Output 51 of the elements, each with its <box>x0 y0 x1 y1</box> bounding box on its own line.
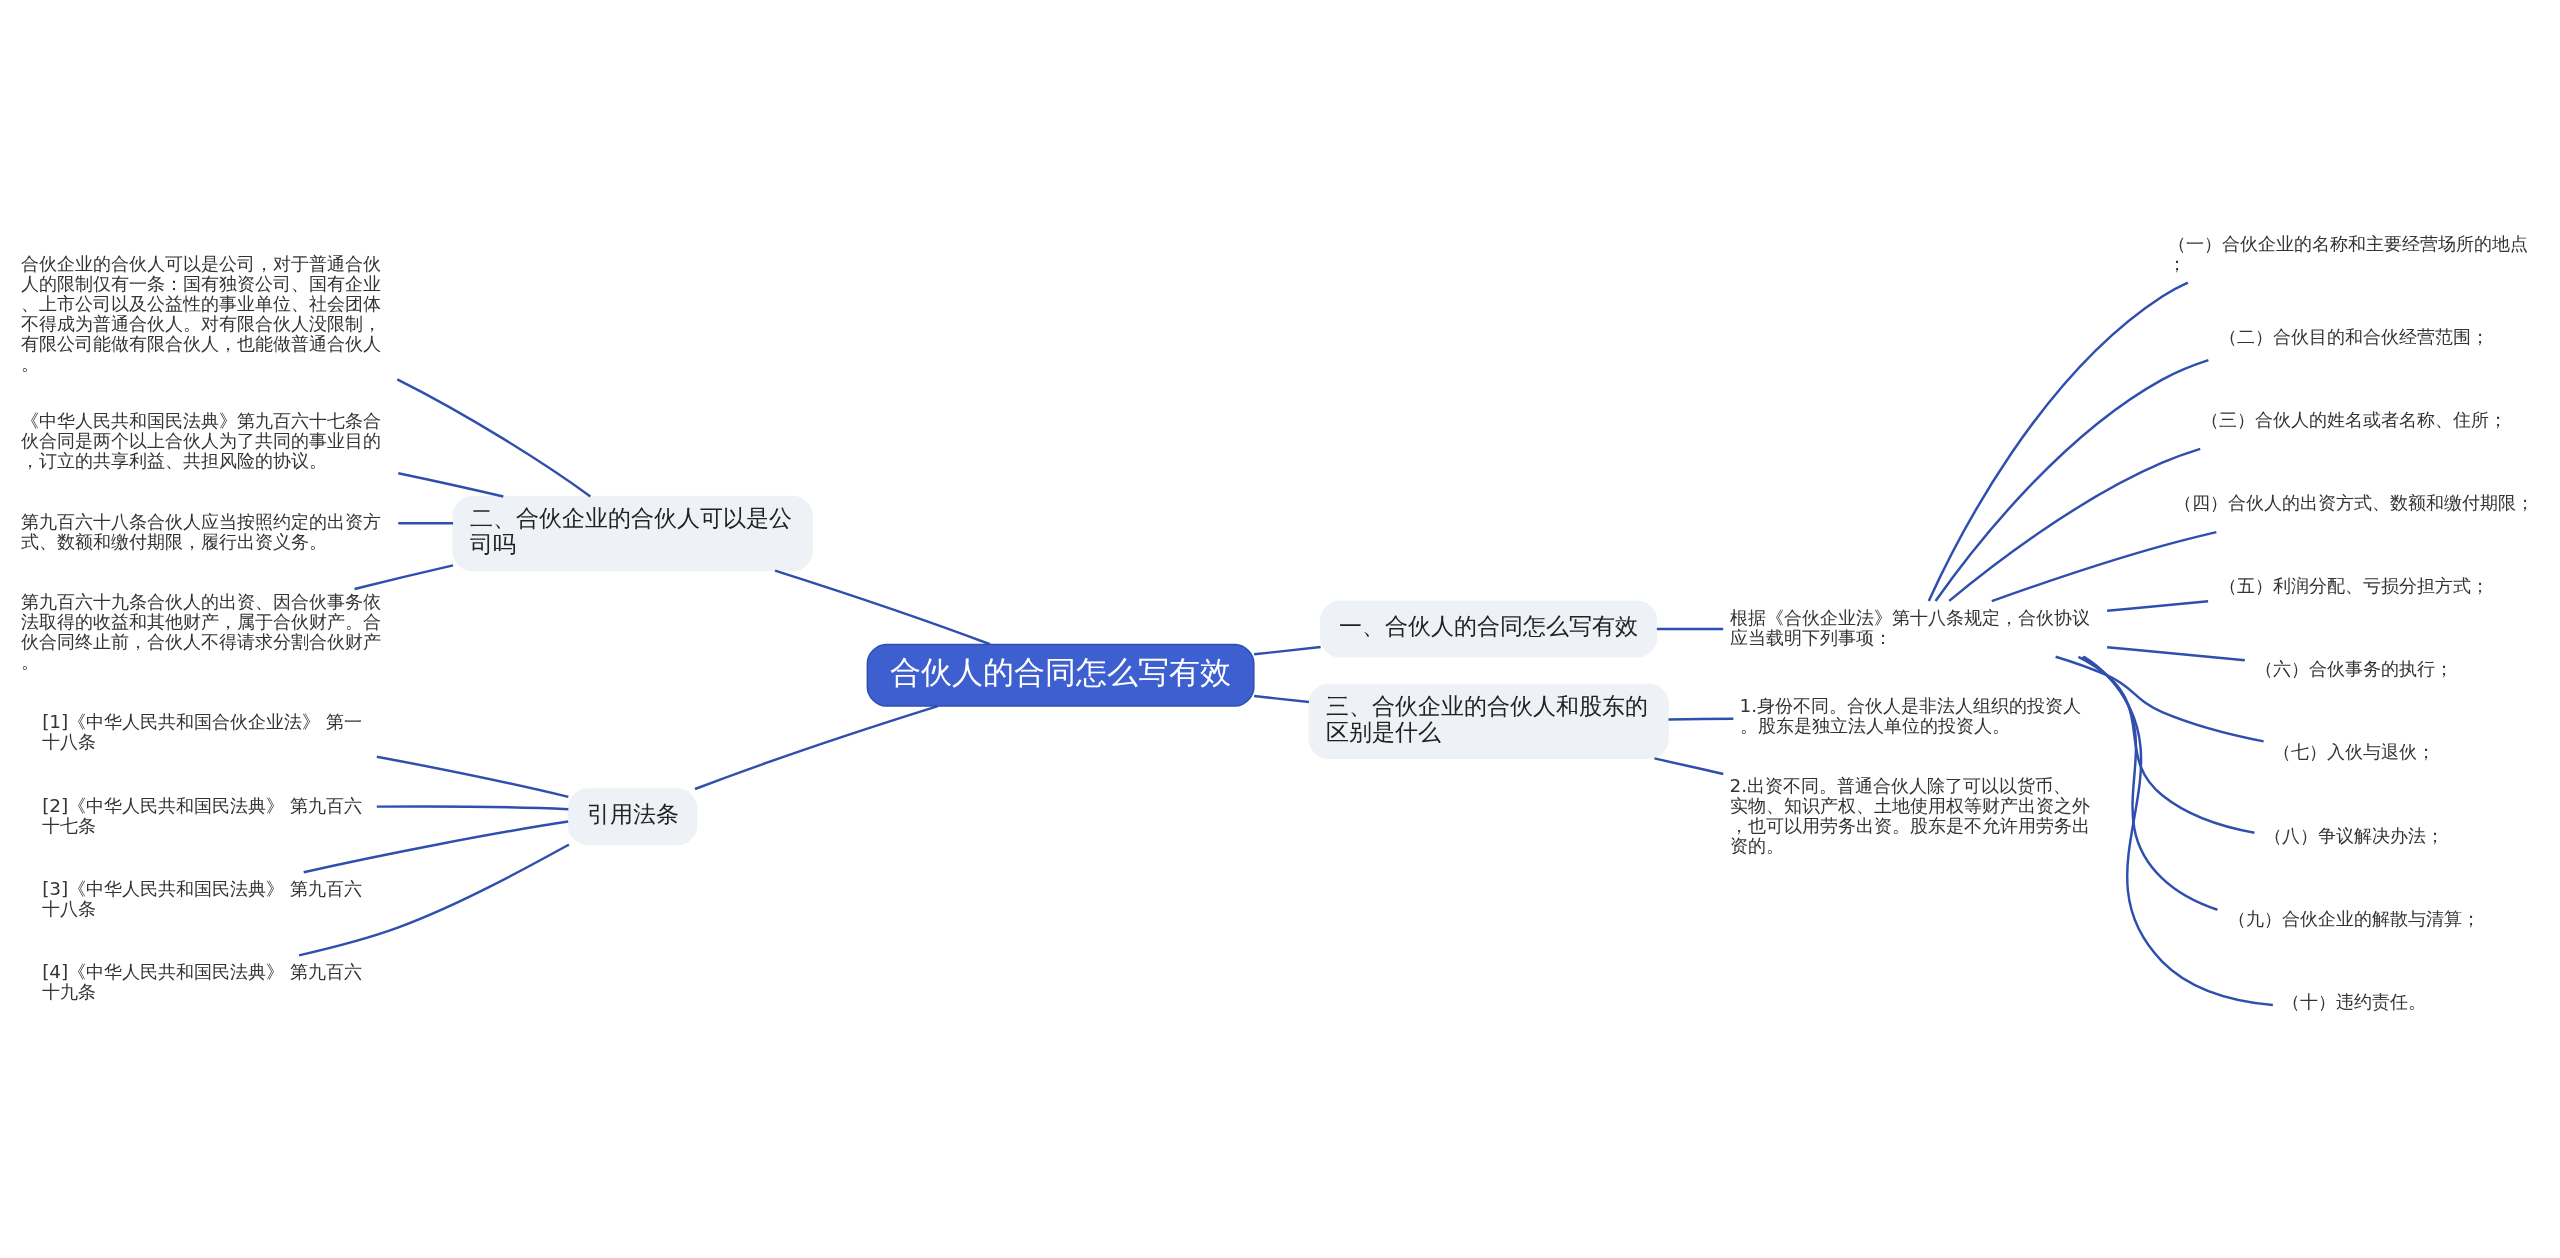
node-text: [4]《中华人民共和国民法典》 第九百六十九条 <box>42 960 363 1002</box>
connector <box>396 378 592 498</box>
connector <box>376 755 569 799</box>
node-text: 根据《合伙企业法》第十八条规定，合伙协议应当载明下列事项： <box>1729 606 2090 648</box>
connector <box>1253 645 1321 656</box>
node-text: 第九百六十八条合伙人应当按照约定的出资方式、数额和缴付期限，履行出资义务。 <box>20 511 381 553</box>
node-text: （四）合伙人的出资方式、数额和缴付期限； <box>2173 492 2534 514</box>
node-text: （十）违约责任。 <box>2281 990 2426 1012</box>
node-text: 《中华人民共和国民法典》第九百六十七条合伙合同是两个以上合伙人为了共同的事业目的，订立的共享利益、共担风险的协议。 <box>20 410 381 472</box>
node-text: 1.身份不同。合伙人是非法人组织的投资人。股东是独立法人单位的投资人。 <box>1739 694 2082 736</box>
node-text: （三）合伙人的姓名或者名称、住所； <box>2200 408 2507 430</box>
node-text: 2.出资不同。普通合伙人除了可以以货币、实物、知识产权、土地使用权等财产出资之外，也可以用劳务出资。股东是不允许用劳务出资的。 <box>1729 774 2090 856</box>
connector <box>2107 645 2245 662</box>
connector <box>2055 655 2264 743</box>
connector <box>398 472 504 498</box>
node-text: （九）合伙企业的解散与清算； <box>2227 907 2480 929</box>
connector <box>1654 757 1724 776</box>
connector <box>1927 281 2189 602</box>
connector <box>354 564 454 591</box>
node-box: 三、合伙企业的合伙人和股东的区别是什么 <box>1308 683 1669 760</box>
node-text: [1]《中华人民共和国合伙企业法》 第一十八条 <box>42 711 363 753</box>
connector <box>2107 599 2209 613</box>
node-text: [2]《中华人民共和国民法典》 第九百六十七条 <box>42 794 363 836</box>
connector <box>774 569 991 646</box>
node-box: 引用法条 <box>567 788 698 846</box>
node-text: （一）合伙企业的名称和主要经营场所的地点； <box>2168 232 2529 274</box>
connector <box>298 843 570 957</box>
connector <box>1991 530 2217 603</box>
node-text: （七）入伙与退伙； <box>2272 741 2435 763</box>
connector <box>2077 655 2255 834</box>
node-text: （五）利润分配、亏损分担方式； <box>2218 575 2489 597</box>
connector <box>2081 655 2218 911</box>
node-text: 第九百六十九条合伙人的出资、因合伙事务依法取得的收益和其他财产，属于合伙财产。合伙合同终止前，合伙人不得请求分割合伙财产。 <box>20 591 381 673</box>
connector <box>1934 358 2209 602</box>
connector <box>398 521 454 525</box>
connector <box>303 820 569 874</box>
node-box: 合伙人的合同怎么写有效 <box>866 643 1255 707</box>
connector <box>1656 627 1724 631</box>
connector <box>694 704 939 791</box>
node-box: 一、合伙人的合同怎么写有效 <box>1320 600 1658 658</box>
connector <box>1948 447 2201 602</box>
connector <box>1668 717 1734 721</box>
node-text: （二）合伙目的和合伙经营范围； <box>2218 325 2489 347</box>
node-text: （八）争议解决办法； <box>2263 824 2444 846</box>
connector <box>2083 655 2273 1007</box>
node-box: 二、合伙企业的合伙人可以是公司吗 <box>452 495 813 572</box>
node-text: [3]《中华人民共和国民法典》 第九百六十八条 <box>42 877 363 919</box>
node-text: 合伙企业的合伙人可以是公司，对于普通合伙人的限制仅有一条：国有独资公司、国有企业、上市公司以及公益性的事业单位、社会团体不得成为普通合伙人。对有限合伙人没限制，有限公司能做有限合伙人，也能做普通合伙人。 <box>20 252 381 374</box>
node-text: （六）合伙事务的执行； <box>2254 658 2453 680</box>
connector <box>1253 694 1310 704</box>
connector <box>376 805 569 811</box>
